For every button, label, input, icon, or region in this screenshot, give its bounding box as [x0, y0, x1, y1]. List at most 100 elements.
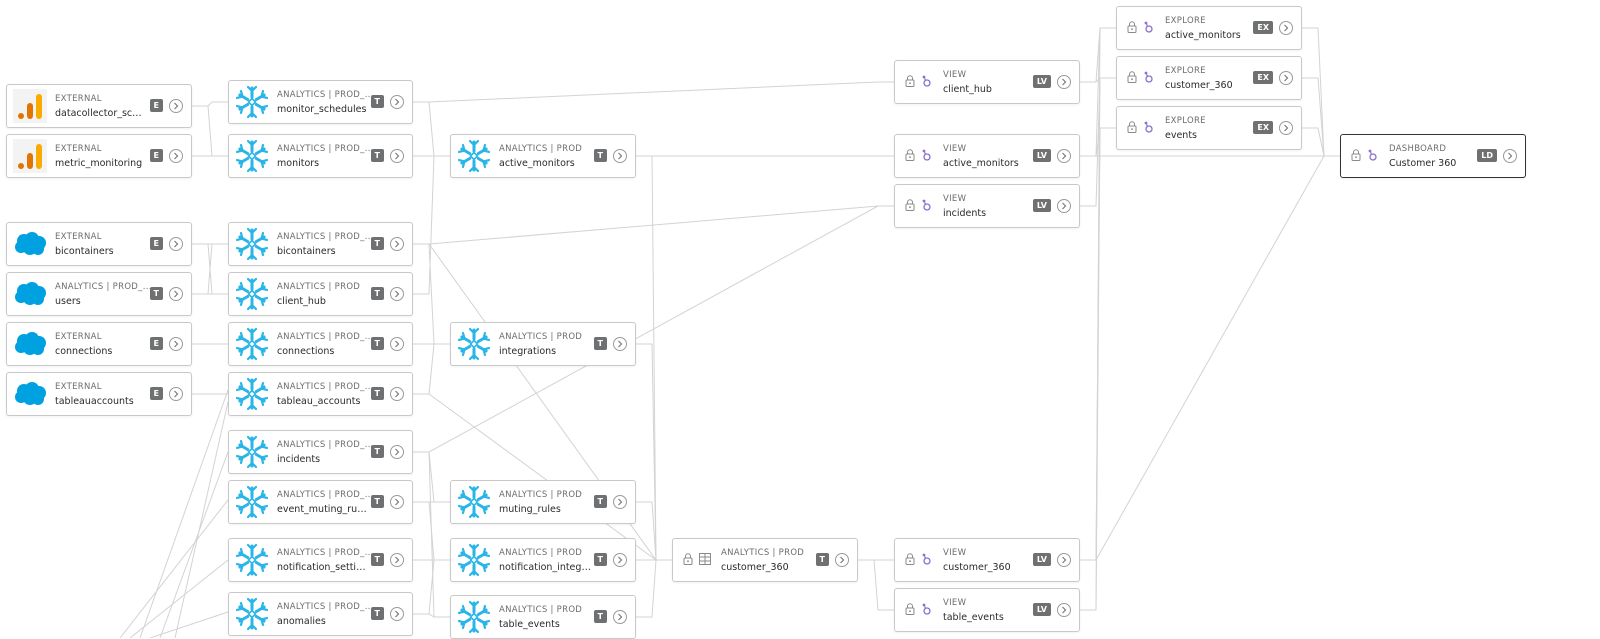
- lineage-edge: [192, 243, 228, 295]
- expand-chevron-icon[interactable]: [1279, 121, 1293, 135]
- expand-chevron-icon[interactable]: [390, 495, 404, 509]
- expand-chevron-icon[interactable]: [390, 149, 404, 163]
- lineage-edge: [1302, 127, 1340, 157]
- snowflake-icon: [453, 323, 495, 365]
- node-type-label: ANALYTICS | PROD_...: [277, 440, 374, 450]
- node-name: active_monitors: [1165, 30, 1241, 41]
- expand-chevron-icon[interactable]: [390, 237, 404, 251]
- node-name: bicontainers: [277, 246, 336, 257]
- lineage-edge: [636, 501, 672, 561]
- expand-chevron-icon[interactable]: [169, 287, 183, 301]
- lock-looker-icon: [905, 75, 931, 87]
- lineage-edge: [413, 81, 894, 103]
- lineage-node-notification-settin-[interactable]: ANALYTICS | PROD_...notification_settin.…: [228, 538, 413, 582]
- expand-chevron-icon[interactable]: [835, 553, 849, 567]
- expand-chevron-icon[interactable]: [1057, 553, 1071, 567]
- lineage-edge: [192, 101, 228, 107]
- snowflake-icon: [231, 593, 273, 635]
- node-badge: T: [370, 95, 384, 108]
- lineage-edge: [413, 101, 450, 157]
- node-badge: LV: [1032, 553, 1051, 566]
- expand-chevron-icon[interactable]: [613, 610, 627, 624]
- expand-chevron-icon[interactable]: [169, 99, 183, 113]
- expand-chevron-icon[interactable]: [613, 553, 627, 567]
- snowflake-icon: [231, 223, 273, 265]
- lineage-edge: [1080, 155, 1340, 561]
- expand-chevron-icon[interactable]: [1503, 149, 1517, 163]
- expand-chevron-icon[interactable]: [1057, 199, 1071, 213]
- expand-chevron-icon[interactable]: [1057, 603, 1071, 617]
- lock-icon: [905, 75, 915, 87]
- expand-chevron-icon[interactable]: [1057, 149, 1071, 163]
- expand-chevron-icon[interactable]: [613, 149, 627, 163]
- expand-chevron-icon[interactable]: [390, 337, 404, 351]
- node-name: integrations: [499, 346, 557, 357]
- lineage-edge: [413, 343, 450, 395]
- expand-chevron-icon[interactable]: [1279, 21, 1293, 35]
- expand-chevron-icon[interactable]: [390, 287, 404, 301]
- lock-icon: [1127, 121, 1137, 133]
- node-name: connections: [277, 346, 335, 357]
- node-type-label: ANALYTICS | PROD_...: [277, 548, 374, 558]
- expand-chevron-icon[interactable]: [1279, 71, 1293, 85]
- node-badge: EX: [1253, 121, 1273, 134]
- node-name: Customer 360: [1389, 158, 1457, 169]
- expand-chevron-icon[interactable]: [390, 95, 404, 109]
- node-type-label: ANALYTICS | PROD: [499, 144, 583, 154]
- node-badge: T: [593, 337, 607, 350]
- expand-chevron-icon[interactable]: [169, 149, 183, 163]
- expand-chevron-icon[interactable]: [1057, 75, 1071, 89]
- node-type-label: ANALYTICS | PROD_...: [55, 282, 152, 292]
- expand-chevron-icon[interactable]: [613, 337, 627, 351]
- snowflake-icon: [231, 323, 273, 365]
- node-name: event_muting_rules: [277, 504, 368, 515]
- snowflake-icon: [231, 135, 273, 177]
- expand-chevron-icon[interactable]: [390, 607, 404, 621]
- node-badge: E: [149, 337, 163, 350]
- lock-looker-icon: [905, 553, 931, 565]
- expand-chevron-icon[interactable]: [169, 237, 183, 251]
- lock-looker-icon: [905, 149, 931, 161]
- node-type-label: ANALYTICS | PROD: [499, 490, 583, 500]
- lineage-edge: [413, 393, 672, 561]
- expand-chevron-icon[interactable]: [390, 387, 404, 401]
- looker-icon: [1144, 21, 1153, 33]
- expand-chevron-icon[interactable]: [390, 553, 404, 567]
- node-badge: EX: [1253, 21, 1273, 34]
- expand-chevron-icon[interactable]: [169, 387, 183, 401]
- expand-chevron-icon[interactable]: [613, 495, 627, 509]
- expand-chevron-icon[interactable]: [169, 337, 183, 351]
- expand-chevron-icon[interactable]: [390, 445, 404, 459]
- node-badge: T: [370, 495, 384, 508]
